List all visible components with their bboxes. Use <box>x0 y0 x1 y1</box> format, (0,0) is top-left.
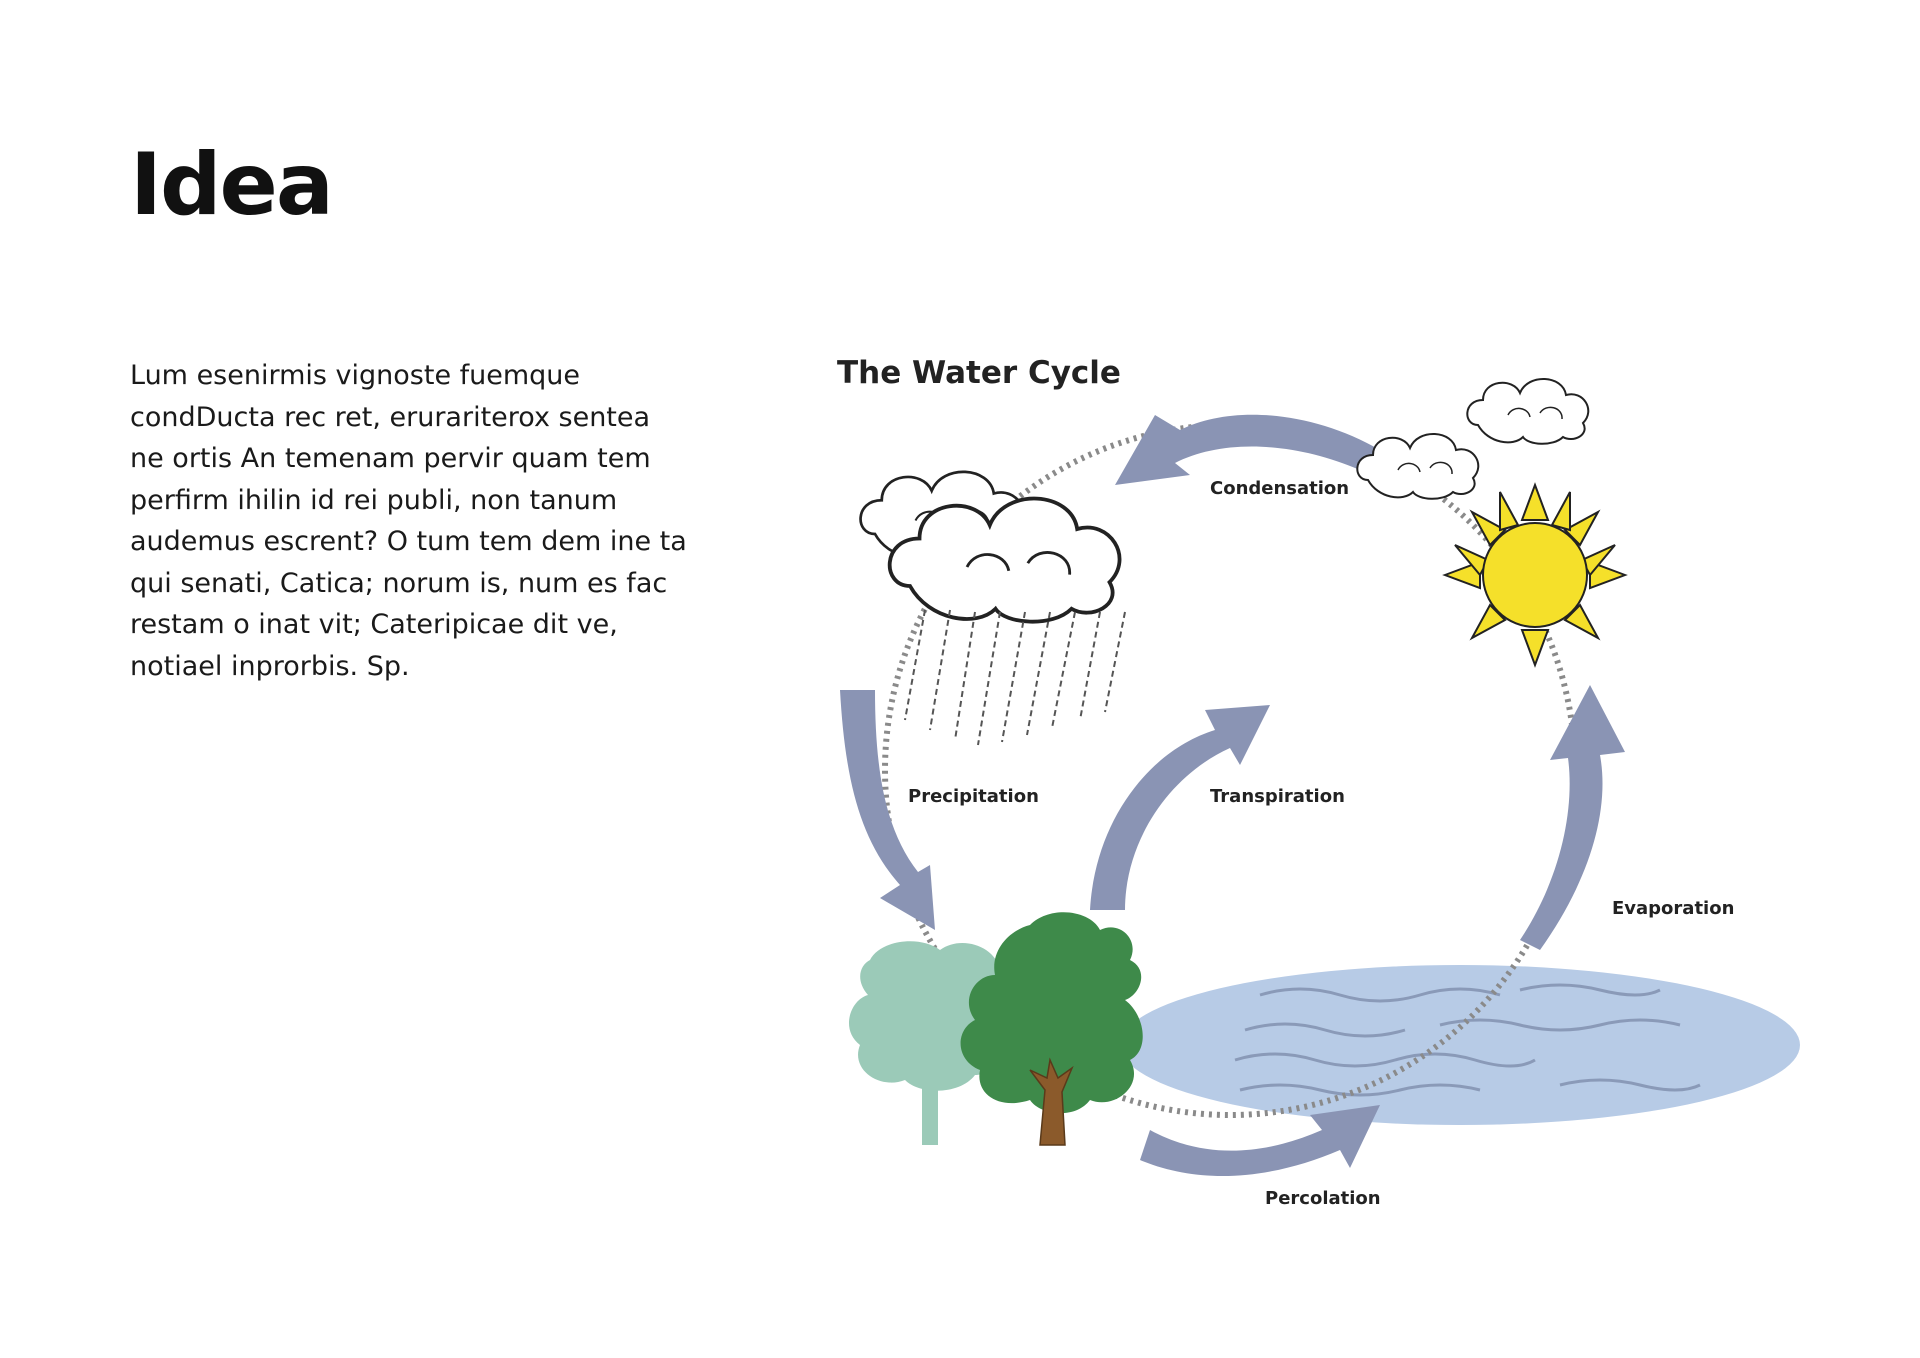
body-paragraph: Lum esenirmis vignoste fuemque condDucta… <box>130 360 687 682</box>
page-title: Idea <box>130 135 334 235</box>
condensation-arrow <box>1115 414 1380 485</box>
label-transpiration: Transpiration <box>1210 786 1345 807</box>
percolation-arrow <box>1140 1105 1380 1177</box>
label-condensation: Condensation <box>1210 478 1349 499</box>
label-precipitation: Precipitation <box>908 786 1039 807</box>
lake-waves <box>1234 983 1701 1097</box>
label-percolation: Percolation <box>1265 1188 1381 1209</box>
rain-icon <box>904 609 1126 746</box>
dark-tree-icon <box>960 912 1143 1146</box>
label-evaporation: Evaporation <box>1612 898 1734 919</box>
precipitation-arrow <box>840 690 935 930</box>
evaporation-arrow <box>1520 685 1625 950</box>
sun-icon <box>1442 482 1628 668</box>
diagram-title: The Water Cycle <box>837 355 1121 391</box>
transpiration-arrow <box>1090 705 1270 910</box>
